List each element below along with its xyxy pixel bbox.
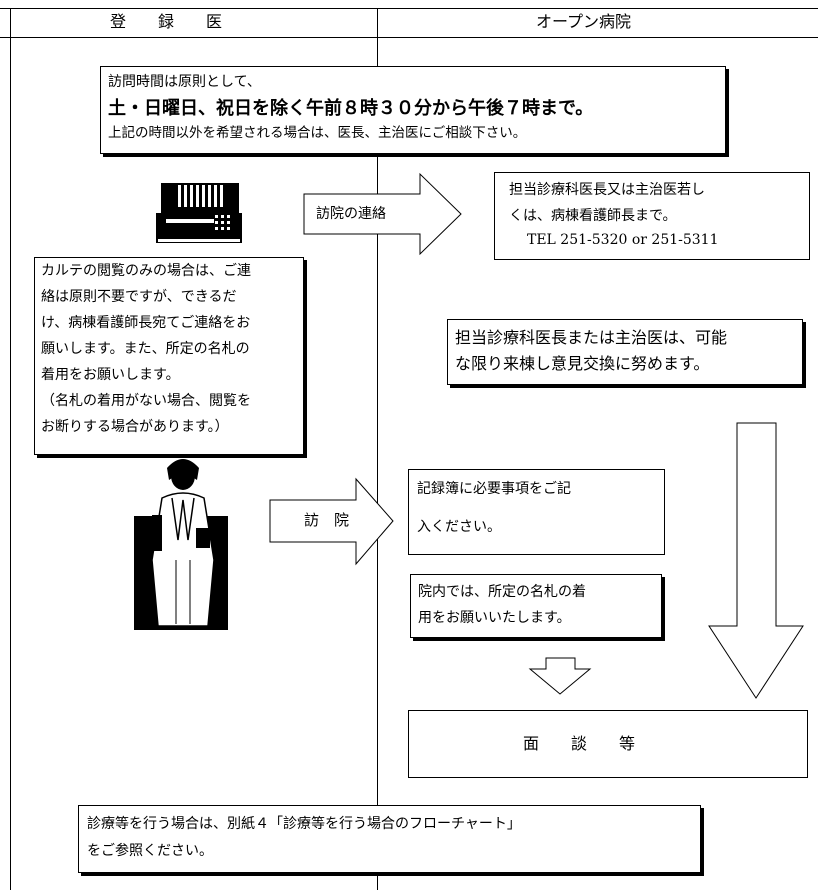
nametag-line2: 用をお願いいたします。 bbox=[418, 610, 571, 626]
visit-hours-line1: 訪問時間は原則として、 bbox=[108, 74, 261, 90]
visit-hours-line2: 土・日曜日、祝日を除く午前８時３０分から午後７時まで。 bbox=[108, 98, 594, 119]
visit-hours-line3: 上記の時間以外を希望される場合は、医長、主治医にご相談下さい。 bbox=[108, 125, 527, 141]
contact-line2: くは、病棟看護師長まで。 bbox=[509, 208, 677, 224]
chart-note-line: け、病棟看護師長宛てご連絡をお bbox=[41, 315, 251, 331]
visit-arrow bbox=[269, 477, 394, 566]
register-box: 記録簿に必要事項をご記 入ください。 bbox=[408, 469, 665, 555]
register-line2: 入ください。 bbox=[417, 519, 501, 535]
header-rule-top bbox=[0, 8, 818, 9]
contact-line1: 担当診療科医長又は主治医若し bbox=[509, 182, 705, 198]
header-left-title: 登 録 医 bbox=[110, 12, 223, 31]
opinion-line1: 担当診療科医長または主治医は、可能 bbox=[455, 328, 728, 347]
chart-note-line: 絡は原則不要ですが、できるだ bbox=[41, 289, 237, 305]
bottom-line1: 診療等を行う場合は、別紙４「診療等を行う場合のフローチャート」 bbox=[87, 816, 521, 832]
contact-phone: TEL 251-5320 or 251-5311 bbox=[527, 232, 719, 248]
nametag-line1: 院内では、所定の名札の着 bbox=[418, 584, 586, 600]
column-divider bbox=[377, 8, 378, 890]
chart-note-line: カルテの閲覧のみの場合は、ご連 bbox=[41, 263, 251, 279]
chart-note-line: 願いします。また、所定の名札の bbox=[41, 341, 250, 357]
interview-label: 面 談 等 bbox=[523, 734, 636, 753]
contact-arrow bbox=[303, 172, 462, 256]
visit-hours-box: 訪問時間は原則として、 土・日曜日、祝日を除く午前８時３０分から午後７時まで。 … bbox=[100, 66, 726, 154]
visit-arrow-label: 訪 院 bbox=[304, 511, 350, 529]
down-arrow-small bbox=[528, 657, 592, 695]
chart-view-note-box: カルテの閲覧のみの場合は、ご連 絡は原則不要ですが、できるだ け、病棟看護師長宛… bbox=[34, 257, 304, 455]
opinion-line2: な限り来棟し意見交換に努めます。 bbox=[455, 354, 710, 373]
chart-note-line: 着用をお願いします。 bbox=[41, 367, 180, 383]
register-line1: 記録簿に必要事項をご記 bbox=[417, 481, 571, 497]
fax-machine-icon bbox=[156, 183, 242, 243]
header-rule-bottom bbox=[0, 37, 818, 38]
medical-care-reference-box: 診療等を行う場合は、別紙４「診療等を行う場合のフローチャート」 をご参照ください… bbox=[78, 805, 701, 873]
interview-box: 面 談 等 bbox=[408, 710, 808, 778]
contact-arrow-label: 訪院の連絡 bbox=[316, 206, 386, 222]
opinion-exchange-box: 担当診療科医長または主治医は、可能 な限り来棟し意見交換に努めます。 bbox=[447, 319, 803, 385]
bottom-line2: をご参照ください。 bbox=[87, 843, 213, 859]
name-tag-box: 院内では、所定の名札の着 用をお願いいたします。 bbox=[410, 574, 662, 638]
doctor-figure-icon bbox=[134, 459, 228, 630]
down-arrow-large bbox=[708, 422, 804, 699]
contact-box: 担当診療科医長又は主治医若し くは、病棟看護師長まで。 TEL 251-5320… bbox=[494, 172, 810, 260]
chart-note-line: お断りする場合があります。） bbox=[41, 419, 229, 435]
header-right-title: オープン病院 bbox=[536, 12, 632, 31]
left-border bbox=[10, 8, 11, 890]
chart-note-line: （名札の着用がない場合、閲覧を bbox=[41, 393, 251, 409]
